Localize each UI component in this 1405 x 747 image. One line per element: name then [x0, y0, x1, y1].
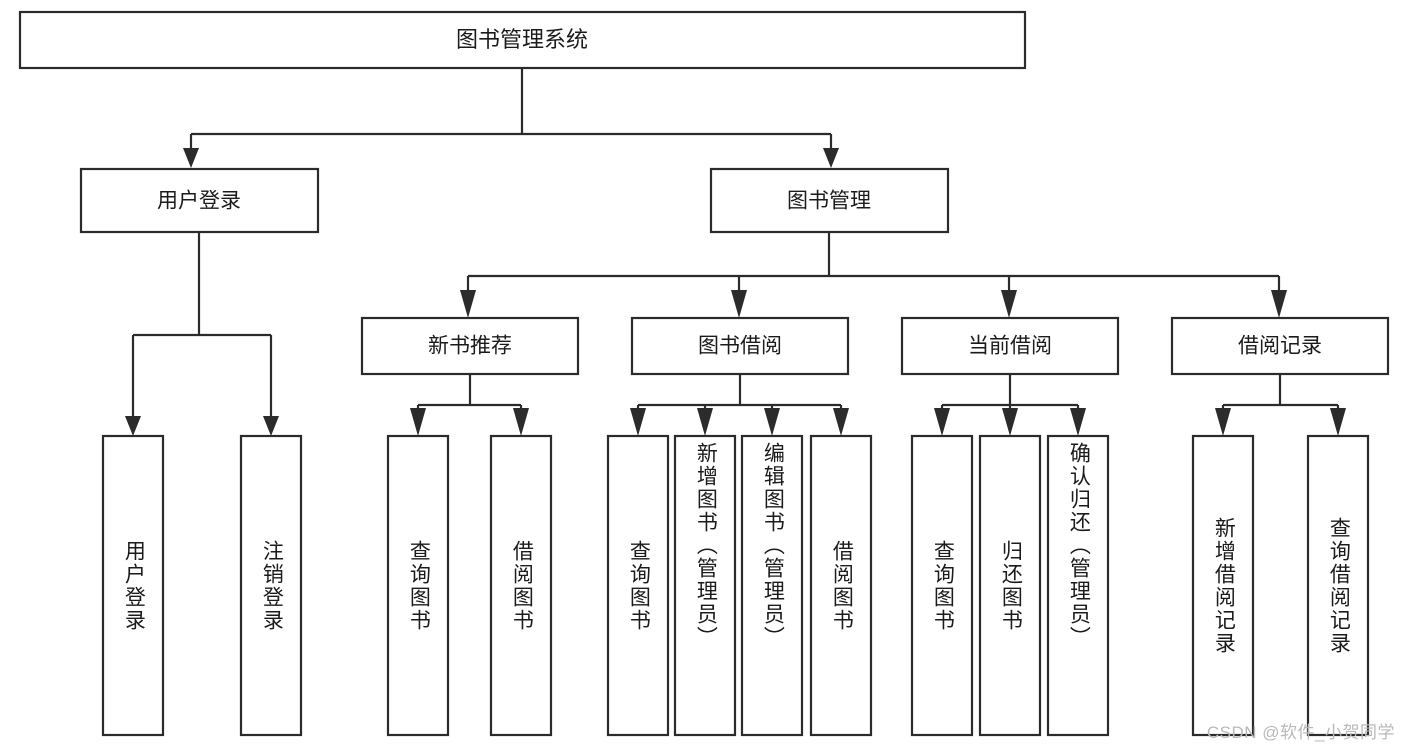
leaf-query-book-3-box[interactable]	[910, 434, 974, 737]
node-borrow-record[interactable]: 借阅记录	[1170, 316, 1390, 376]
arrow-to-leaf-query-book-1	[410, 408, 426, 436]
node-book-management-label: 图书管理	[787, 190, 871, 213]
arrow-to-leaf-query-record	[1330, 408, 1346, 436]
node-borrow-record-box[interactable]	[1170, 316, 1390, 376]
arrow-to-leaf-logout-login	[263, 416, 279, 436]
connector-group-user-login	[125, 232, 279, 436]
connector-group-borrow-record	[1215, 374, 1346, 436]
csdn-watermark: CSDN @软件_小贺同学	[1206, 723, 1395, 742]
arrow-to-book-borrow	[731, 290, 747, 318]
leaf-query-record-box[interactable]	[1306, 434, 1370, 737]
node-new-book-recommend-label: 新书推荐	[428, 335, 512, 358]
node-book-borrow-box[interactable]	[630, 316, 850, 376]
leaf-return-book-box[interactable]	[978, 434, 1042, 737]
node-user-login-label: 用户登录	[157, 190, 241, 213]
arrow-to-leaf-confirm-return	[1070, 408, 1086, 436]
leaf-confirm-return-box[interactable]	[1046, 434, 1110, 737]
node-new-book-recommend-box[interactable]	[360, 316, 580, 376]
leaf-user-login-box[interactable]	[101, 434, 165, 737]
arrow-to-leaf-edit-book	[764, 408, 780, 436]
leaf-logout-login-box[interactable]	[239, 434, 303, 737]
connector-group-book-management	[460, 232, 1287, 318]
arrow-to-leaf-return-book	[1002, 408, 1018, 436]
node-current-borrow-label: 当前借阅	[968, 335, 1052, 358]
arrow-to-leaf-borrow-book-2	[833, 408, 849, 436]
node-book-borrow-label: 图书借阅	[698, 335, 782, 358]
arrow-to-borrow-record	[1271, 290, 1287, 318]
node-user-login[interactable]: 用户登录	[79, 167, 320, 234]
node-borrow-record-label: 借阅记录	[1238, 335, 1322, 358]
leaf-add-record-box[interactable]	[1191, 434, 1255, 737]
arrow-to-book-management	[823, 148, 839, 168]
leaf-query-book-2-box[interactable]	[606, 434, 670, 737]
node-new-book-recommend[interactable]: 新书推荐	[360, 316, 580, 376]
leaf-borrow-book-2-box[interactable]	[809, 434, 873, 737]
node-user-login-box[interactable]	[79, 167, 320, 234]
leaf-borrow-book-1-box[interactable]	[489, 434, 553, 737]
arrow-to-leaf-borrow-book-1	[513, 408, 529, 436]
arrow-to-leaf-query-book-2	[630, 408, 646, 436]
node-root-box[interactable]	[18, 10, 1027, 70]
node-current-borrow-box[interactable]	[900, 316, 1120, 376]
arrow-to-leaf-query-book-3	[934, 408, 950, 436]
leaf-query-book-1-box[interactable]	[386, 434, 450, 737]
arrow-to-leaf-add-book	[697, 408, 713, 436]
leaf-add-book-box[interactable]	[673, 434, 737, 737]
connector-group-book-borrow	[630, 374, 849, 436]
leaf-box-group	[101, 434, 1370, 737]
arrow-to-leaf-user-login	[125, 416, 141, 436]
node-book-borrow[interactable]: 图书借阅	[630, 316, 850, 376]
connector-group-current-borrow	[934, 374, 1086, 436]
node-book-management-box[interactable]	[709, 167, 950, 234]
node-root[interactable]: 图书管理系统	[18, 10, 1027, 70]
node-current-borrow[interactable]: 当前借阅	[900, 316, 1120, 376]
leaf-edit-book-box[interactable]	[740, 434, 804, 737]
node-root-label: 图书管理系统	[456, 27, 588, 52]
connector-group-root	[183, 68, 839, 168]
connector-group-new-book-recommend	[410, 374, 529, 436]
arrow-to-new-book-recommend	[460, 290, 476, 318]
arrow-to-leaf-add-record	[1215, 408, 1231, 436]
arrow-to-current-borrow	[1001, 290, 1017, 318]
node-book-management[interactable]: 图书管理	[709, 167, 950, 234]
arrow-to-user-login	[183, 148, 199, 168]
